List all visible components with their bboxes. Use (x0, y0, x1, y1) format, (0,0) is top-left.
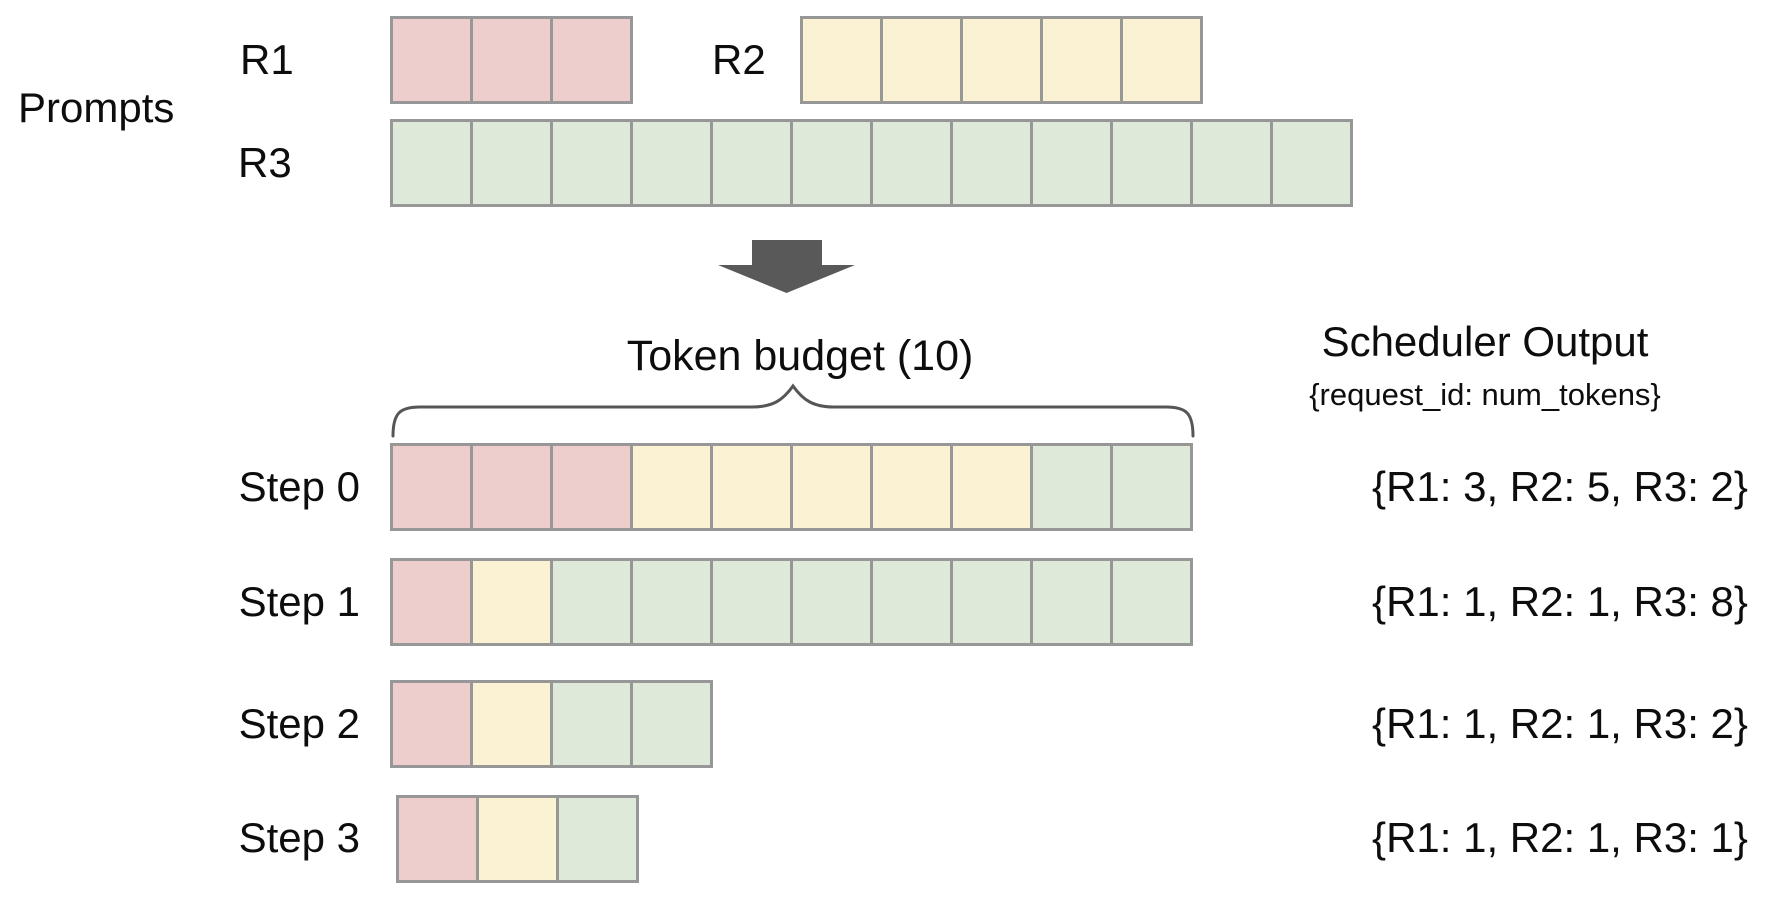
token-budget-label: Token budget (10) (626, 332, 974, 380)
token-cell-r3 (790, 119, 873, 207)
token-cell-r2 (630, 443, 713, 531)
curly-brace-icon (391, 383, 1195, 438)
request-label-r2: R2 (712, 36, 766, 83)
token-cell-r3 (1190, 119, 1273, 207)
token-cell-r3 (1110, 119, 1193, 207)
token-cell-r3 (950, 558, 1033, 646)
token-cell-r3 (550, 680, 633, 768)
token-cell-r3 (630, 558, 713, 646)
token-cell-r1 (390, 16, 473, 104)
token-cell-r3 (710, 558, 793, 646)
step-0-row (390, 443, 1193, 531)
step-3-row (396, 795, 639, 883)
request-label-r1: R1 (240, 36, 294, 83)
step-3-output: {R1: 1, R2: 1, R3: 1} (1372, 814, 1748, 861)
token-cell-r2 (470, 558, 553, 646)
token-cell-r3 (710, 119, 793, 207)
token-cell-r3 (630, 680, 713, 768)
token-cell-r3 (556, 795, 639, 883)
token-cell-r2 (476, 795, 559, 883)
request-label-r3: R3 (238, 139, 292, 186)
token-cell-r3 (950, 119, 1033, 207)
token-cell-r2 (800, 16, 883, 104)
token-cell-r2 (880, 16, 963, 104)
token-cell-r2 (870, 443, 953, 531)
token-cell-r1 (396, 795, 479, 883)
token-cell-r3 (550, 119, 633, 207)
scheduler-output-title: Scheduler Output (1321, 318, 1649, 365)
token-cell-r3 (1110, 443, 1193, 531)
token-cell-r3 (390, 119, 473, 207)
token-cell-r3 (790, 558, 873, 646)
token-cell-r2 (790, 443, 873, 531)
token-cell-r2 (710, 443, 793, 531)
token-cell-r2 (950, 443, 1033, 531)
step-3-label: Step 3 (238, 814, 360, 861)
token-cell-r3 (1030, 558, 1113, 646)
down-arrow-icon (718, 240, 855, 293)
step-1-label: Step 1 (238, 578, 360, 625)
token-cell-r2 (1040, 16, 1123, 104)
token-cell-r2 (470, 680, 553, 768)
token-cell-r2 (960, 16, 1043, 104)
prompt-row-r1 (390, 16, 633, 104)
token-cell-r1 (390, 558, 473, 646)
step-2-output: {R1: 1, R2: 1, R3: 2} (1372, 700, 1748, 747)
token-cell-r3 (870, 558, 953, 646)
step-0-label: Step 0 (238, 463, 360, 510)
token-cell-r3 (1110, 558, 1193, 646)
token-cell-r3 (1030, 443, 1113, 531)
token-cell-r3 (1270, 119, 1353, 207)
token-cell-r3 (870, 119, 953, 207)
down-arrow-shape (718, 240, 855, 293)
token-cell-r1 (390, 443, 473, 531)
token-cell-r1 (390, 680, 473, 768)
prompt-row-r2 (800, 16, 1203, 104)
curly-brace-path (391, 383, 1195, 438)
token-cell-r3 (630, 119, 713, 207)
token-cell-r3 (1030, 119, 1113, 207)
scheduler-output-format: {request_id: num_tokens} (1309, 377, 1661, 412)
token-cell-r3 (550, 558, 633, 646)
step-2-label: Step 2 (238, 700, 360, 747)
token-cell-r1 (470, 16, 553, 104)
token-cell-r1 (550, 16, 633, 104)
token-cell-r1 (550, 443, 633, 531)
step-0-output: {R1: 3, R2: 5, R3: 2} (1372, 463, 1748, 510)
step-1-output: {R1: 1, R2: 1, R3: 8} (1372, 578, 1748, 625)
prompt-row-r3 (390, 119, 1353, 207)
token-cell-r3 (470, 119, 553, 207)
token-cell-r1 (470, 443, 553, 531)
prompts-section-label: Prompts (18, 84, 175, 131)
step-2-row (390, 680, 713, 768)
step-1-row (390, 558, 1193, 646)
token-cell-r2 (1120, 16, 1203, 104)
